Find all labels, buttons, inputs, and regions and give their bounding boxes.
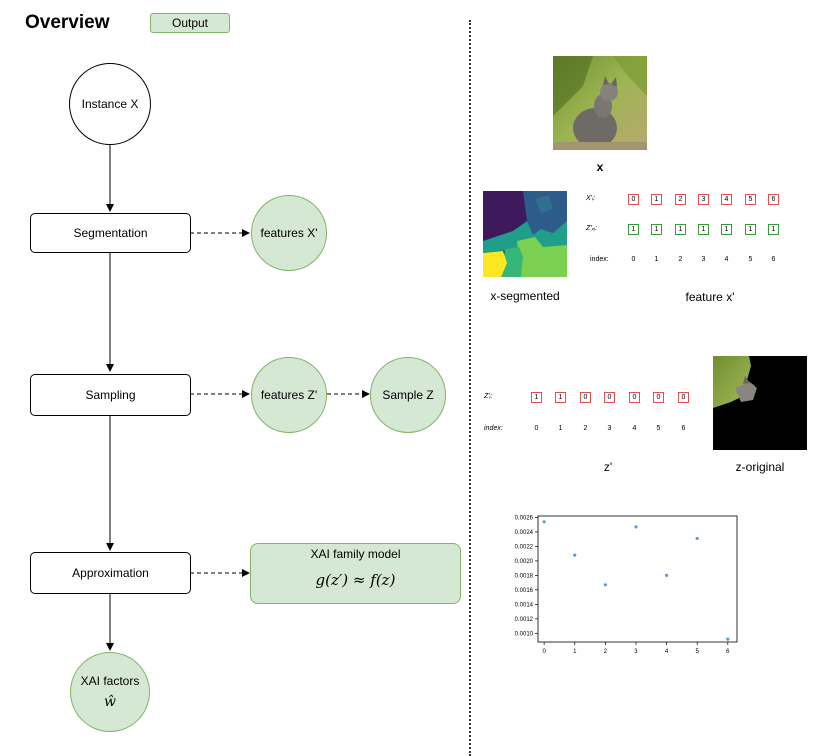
z-cell: 1	[531, 392, 542, 403]
approximation-label: Approximation	[72, 566, 149, 580]
output-legend: Output	[150, 13, 230, 33]
data-point	[542, 520, 546, 524]
z-original-caption: z-original	[735, 460, 785, 474]
z-caption: z'	[603, 460, 613, 474]
feature-index-value: 0	[631, 256, 636, 263]
xai-factors-symbol: ŵ	[104, 694, 116, 710]
z-cell: 0	[653, 392, 664, 403]
x-caption: x	[596, 160, 604, 174]
feature-z-row-label: Z'ₓᵢ:	[586, 225, 598, 232]
features-z-label: features Z'	[260, 388, 318, 402]
segmentation-label: Segmentation	[73, 226, 148, 240]
feature-x-table: X'ᵢ: 0 1 2 3 4 5 6 Z'ₓᵢ: 1 1 1 1 1 1 1 i…	[583, 192, 783, 272]
x-tick-label: 5	[696, 649, 700, 655]
data-point	[573, 553, 577, 557]
z-index-value: 6	[681, 425, 686, 432]
feature-z-cell: 1	[675, 224, 686, 235]
xai-factors-label: XAI factors	[80, 674, 140, 688]
section-divider	[469, 20, 471, 756]
feature-index-value: 4	[724, 256, 729, 263]
family-model-formula: g(z′) ≈ f(z)	[315, 571, 396, 589]
feature-z-cell: 1	[698, 224, 709, 235]
instance-label: Instance X	[81, 97, 139, 111]
data-point	[664, 573, 669, 577]
sample-z-node: Sample Z	[370, 357, 446, 433]
family-model-title: XAI family model	[310, 547, 401, 561]
feature-index-value: 2	[678, 256, 683, 263]
y-tick-label: 0.0018	[515, 573, 534, 579]
y-tick-label: 0.0020	[515, 559, 534, 565]
x-tick-label: 2	[604, 649, 608, 655]
features-z-node: features Z'	[251, 357, 327, 433]
sampling-node: Sampling	[30, 374, 191, 416]
page-title: Overview	[25, 12, 110, 33]
scatter-chart: 0.0010 0.0012 0.0014 0.0016 0.0018 0.0020 0.00…	[515, 515, 738, 655]
feature-index-value: 6	[771, 256, 776, 263]
sample-z-label: Sample Z	[382, 388, 434, 402]
feature-z-cell: 1	[628, 224, 639, 235]
feature-x-cell: 3	[698, 194, 709, 205]
y-tick-label: 0.0022	[515, 544, 534, 550]
y-tick-label: 0.0026	[515, 515, 534, 521]
x-tick-label: 0	[542, 649, 546, 655]
feature-index-value: 1	[654, 256, 659, 263]
feature-x-caption: feature x'	[685, 290, 735, 304]
feature-index-label: index:	[590, 256, 609, 263]
z-cell: 0	[604, 392, 615, 403]
z-cell: 0	[629, 392, 640, 403]
z-index-value: 4	[632, 425, 637, 432]
z-cell: 0	[580, 392, 591, 403]
feature-index-value: 5	[748, 256, 753, 263]
data-point	[726, 637, 730, 641]
feature-x-cell: 6	[768, 194, 779, 205]
z-table: Z'ᵢ: 1 1 0 0 0 0 0 index: 0 1 2 3 4 5 6	[480, 388, 700, 438]
feature-z-cell: 1	[721, 224, 732, 235]
sampling-label: Sampling	[85, 388, 136, 402]
segmented-image	[483, 191, 567, 277]
z-original-image	[713, 356, 807, 450]
z-cell: 0	[678, 392, 689, 403]
x-tick-label: 4	[665, 649, 669, 655]
z-index-value: 5	[656, 425, 661, 432]
y-tick-label: 0.0010	[515, 631, 534, 637]
x-segmented-caption: x-segmented	[490, 289, 560, 303]
feature-index-value: 3	[701, 256, 706, 263]
z-index-value: 0	[534, 425, 539, 432]
x-tick-label: 1	[573, 649, 577, 655]
instance-node: Instance X	[69, 63, 151, 145]
z-index-value: 1	[558, 425, 563, 432]
flow-connectors	[106, 144, 370, 651]
feature-x-row-label: X'ᵢ:	[586, 195, 595, 202]
xai-factors-node: XAI factors ŵ	[70, 652, 150, 732]
z-index-value: 2	[583, 425, 588, 432]
cat-image-x	[553, 56, 647, 150]
data-point	[695, 536, 699, 541]
y-tick-label: 0.0016	[515, 588, 534, 594]
plot-frame	[537, 515, 738, 643]
segmentation-node: Segmentation	[30, 213, 191, 253]
feature-x-cell: 0	[628, 194, 639, 205]
y-tick-label: 0.0014	[515, 602, 534, 608]
y-tick-label: 0.0024	[515, 530, 534, 536]
z-cell: 1	[555, 392, 566, 403]
feature-z-cell: 1	[745, 224, 756, 235]
features-x-node: features X'	[251, 195, 327, 271]
x-tick-label: 6	[726, 649, 730, 655]
feature-x-cell: 5	[745, 194, 756, 205]
z-index-value: 3	[607, 425, 612, 432]
feature-x-cell: 2	[675, 194, 686, 205]
z-index-label: index:	[484, 425, 503, 432]
y-tick-label: 0.0012	[515, 617, 534, 623]
family-model-node: XAI family model g(z′) ≈ f(z)	[250, 543, 461, 604]
data-point	[603, 583, 607, 587]
x-tick-label: 3	[634, 649, 638, 655]
z-row-label: Z'ᵢ:	[484, 393, 493, 400]
features-x-label: features X'	[260, 226, 318, 240]
feature-x-cell: 4	[721, 194, 732, 205]
approximation-node: Approximation	[30, 552, 191, 594]
feature-x-cell: 1	[651, 194, 662, 205]
data-point	[634, 525, 638, 529]
feature-z-cell: 1	[651, 224, 662, 235]
feature-z-cell: 1	[768, 224, 779, 235]
